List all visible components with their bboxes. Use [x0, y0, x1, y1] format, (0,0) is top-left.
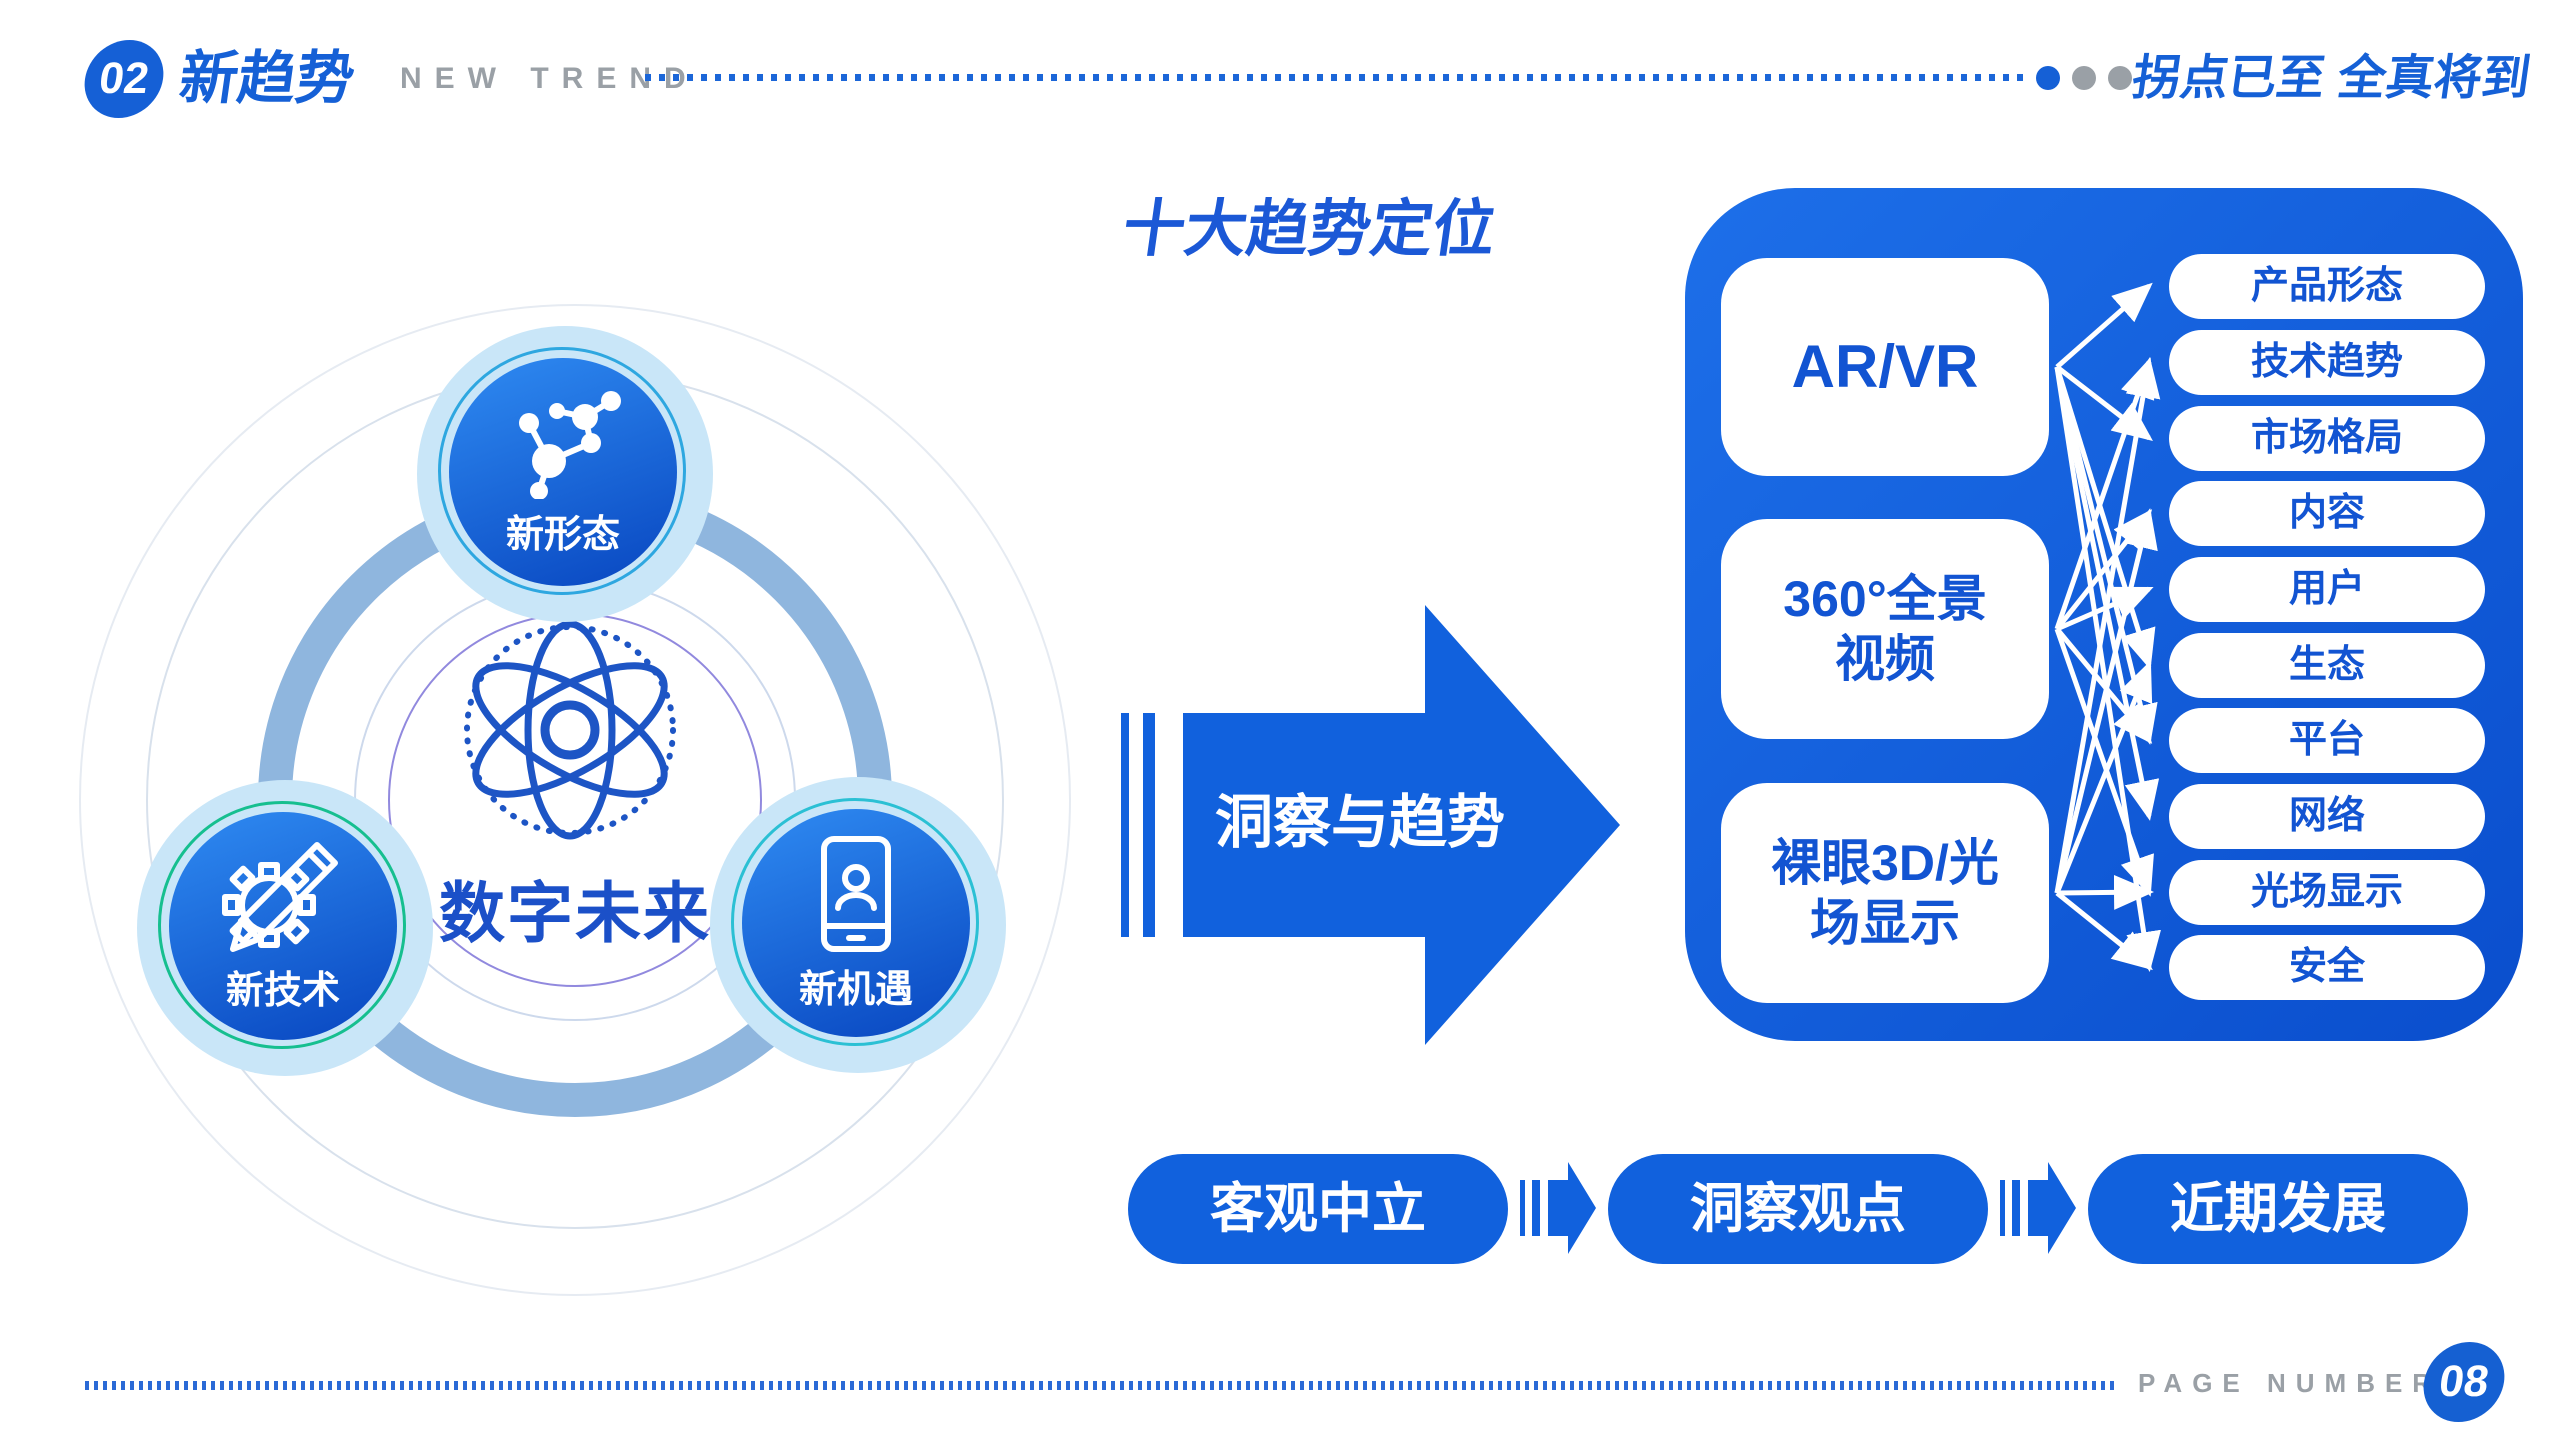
- target-pill: 生态: [2169, 633, 2485, 698]
- ten-trends-panel: AR/VR 360°全景 视频 裸眼3D/光 场显示 产品形态 技术趋势 市场格…: [1685, 188, 2523, 1041]
- node-label: 新机遇: [798, 968, 913, 1011]
- insight-trend-arrow: [1121, 605, 1620, 1045]
- diagram-center-label: 数字未来: [439, 876, 711, 950]
- node-new-opportunity: 新机遇: [710, 777, 1006, 1073]
- target-pill: 产品形态: [2169, 254, 2485, 319]
- source-label: AR/VR: [1791, 333, 1979, 400]
- source-box-360-video: 360°全景 视频: [1721, 519, 2049, 739]
- header-dot-gray-1: [2072, 66, 2096, 90]
- source-label: 360°全景: [1783, 571, 1987, 627]
- section-number-badge: 02: [79, 40, 169, 118]
- node-label: 新形态: [505, 513, 620, 556]
- molecule-icon: [519, 390, 621, 499]
- target-pill: 安全: [2169, 935, 2485, 1000]
- target-pill: 用户: [2169, 557, 2485, 622]
- target-pill: 平台: [2169, 708, 2485, 773]
- page-number-badge: 08: [2418, 1342, 2510, 1422]
- atom-icon: [464, 620, 676, 840]
- node-new-tech: 新技术: [137, 780, 433, 1076]
- node-ring: 新形态: [438, 347, 686, 595]
- flow-arrow-icon: [1520, 1162, 1596, 1254]
- digital-future-diagram: 数字未来: [60, 270, 1100, 1340]
- footer-page-label: PAGE NUMBER: [2138, 1368, 2442, 1398]
- target-pill: 网络: [2169, 784, 2485, 849]
- header-dot-gray-2: [2108, 66, 2132, 90]
- section-title-cn: 新趋势: [175, 46, 359, 111]
- mobile-user-icon: [821, 835, 891, 952]
- section-number: 02: [96, 54, 152, 103]
- node-new-form: 新形态: [417, 326, 713, 622]
- node-inner: 新形态: [449, 358, 677, 586]
- panel-title: 十大趋势定位: [1118, 195, 1500, 264]
- footer-dotted-line: [85, 1381, 2115, 1390]
- source-box-naked-eye-3d: 裸眼3D/光 场显示: [1721, 783, 2049, 1003]
- target-pill: 市场格局: [2169, 406, 2485, 471]
- flow-step-insight: 洞察观点: [1608, 1154, 1988, 1264]
- node-inner: 新技术: [169, 812, 397, 1040]
- target-pill: 技术趋势: [2169, 330, 2485, 395]
- header-dot-blue: [2036, 66, 2060, 90]
- connection-lines: [2054, 282, 2161, 972]
- node-ring: 新技术: [158, 801, 406, 1049]
- insight-trend-arrow-label: 洞察与趋势: [1214, 790, 1505, 855]
- source-label: 裸眼3D/光: [1771, 835, 1999, 891]
- node-label: 新技术: [225, 969, 340, 1012]
- header-dotted-line: [645, 74, 2030, 81]
- node-inner: 新机遇: [742, 809, 970, 1037]
- flow-step-objective: 客观中立: [1128, 1154, 1508, 1264]
- gear-pencil-icon: [222, 841, 338, 952]
- source-box-arvr: AR/VR: [1721, 258, 2049, 476]
- section-title-en: NEW TREND: [400, 62, 699, 95]
- target-pill: 内容: [2169, 481, 2485, 546]
- target-pill: 光场显示: [2169, 860, 2485, 925]
- node-ring: 新机遇: [731, 798, 979, 1046]
- page-number: 08: [2436, 1357, 2492, 1406]
- flow-step-recent: 近期发展: [2088, 1154, 2468, 1264]
- flow-arrow-icon: [2000, 1162, 2076, 1254]
- header-slogan: 拐点已至 全真将到: [2129, 52, 2534, 105]
